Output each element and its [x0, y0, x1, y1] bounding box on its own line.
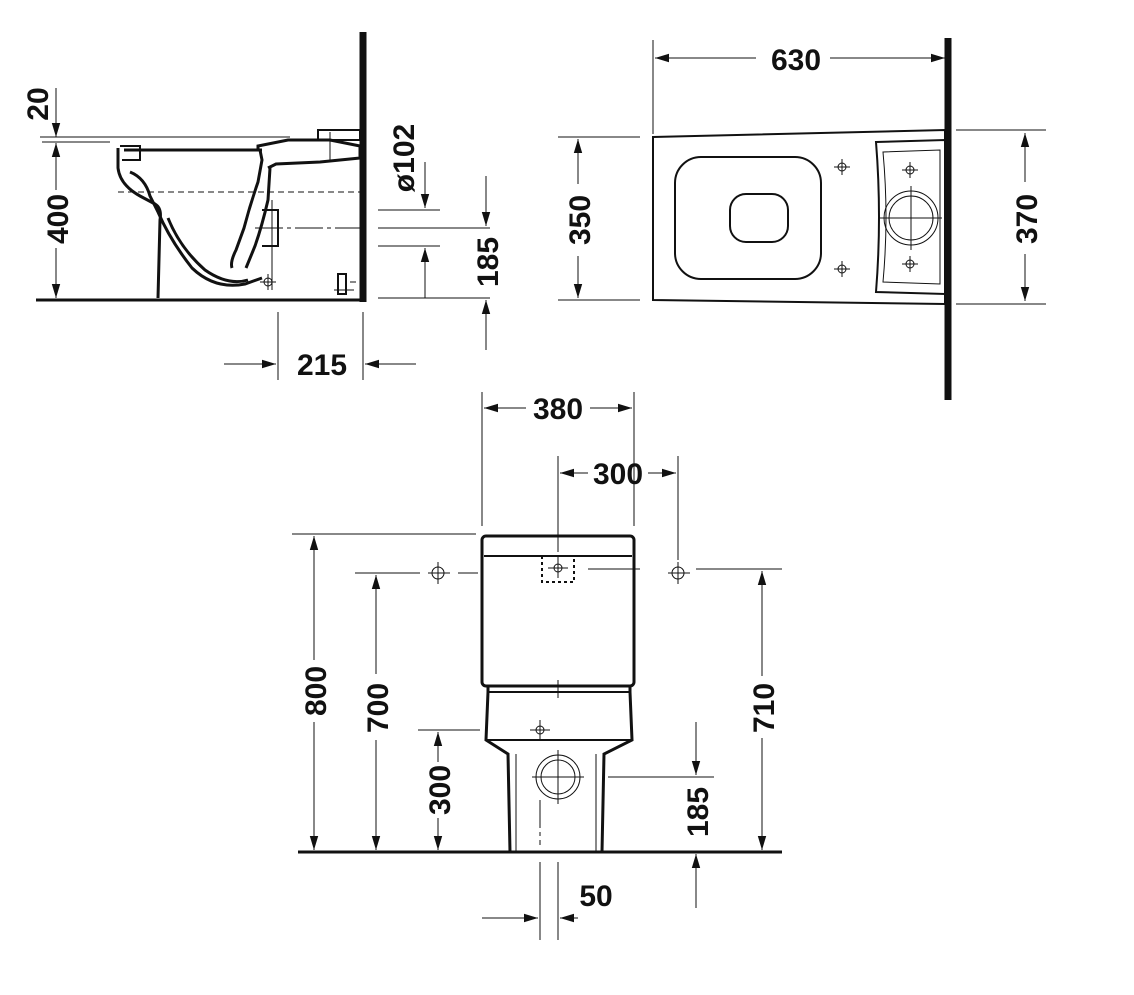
side-dim-height: 400 [42, 143, 75, 298]
front-dim-total-height: 800 [292, 533, 476, 850]
front-view: 380 300 800 700 30 [292, 392, 782, 940]
front-outlet-height-label: 185 [682, 787, 715, 837]
depth-label: 630 [771, 44, 821, 77]
front-dim-width: 380 [481, 392, 635, 526]
total-height-label: 800 [300, 666, 333, 716]
side-fixing-mark [260, 274, 276, 290]
front-dim-fixing-height: 700 [355, 572, 478, 850]
bowl-fixing-height-label: 300 [424, 765, 457, 815]
top-toilet-outline [652, 128, 946, 306]
side-outlet-height-label: 185 [472, 237, 505, 287]
front-dim-right-fixing-height: 710 [588, 568, 782, 850]
top-dim-depth: 630 [652, 40, 945, 134]
top-fixing-marks [834, 159, 918, 277]
side-dim-outlet-height: 185 [378, 176, 505, 350]
side-dim-pipe-diameter: ø102 [378, 124, 440, 298]
outlet-offset-label: 50 [579, 880, 612, 913]
side-toilet-outline [40, 129, 362, 299]
top-dim-cistern-width: 370 [956, 129, 1046, 305]
pipe-diameter-label: ø102 [388, 124, 421, 192]
top-view: 630 350 370 [558, 38, 1046, 400]
front-dim-outlet-offset: 50 [482, 862, 613, 940]
front-width-label: 380 [533, 393, 583, 426]
height-label: 400 [42, 194, 75, 244]
seat-gap-label: 20 [22, 87, 55, 120]
side-dim-seat-gap: 20 [22, 87, 110, 143]
side-dim-outlet-distance: 215 [224, 312, 416, 382]
front-dim-fixing-spacing: 300 [557, 456, 679, 560]
outlet-distance-label: 215 [297, 349, 347, 382]
bowl-width-label: 350 [564, 195, 597, 245]
fixing-height-label: 700 [362, 683, 395, 733]
top-dim-bowl-width: 350 [558, 136, 640, 301]
cistern-width-label: 370 [1011, 194, 1044, 244]
fixing-spacing-label: 300 [593, 458, 643, 491]
front-dim-bowl-fixing-height: 300 [418, 729, 480, 850]
front-fixing-marks [428, 558, 690, 740]
side-view: 20 400 ø102 185 21 [22, 32, 505, 382]
right-fixing-height-label: 710 [748, 683, 781, 733]
front-toilet-outline [428, 524, 690, 853]
front-dim-outlet-height: 185 [608, 722, 715, 908]
